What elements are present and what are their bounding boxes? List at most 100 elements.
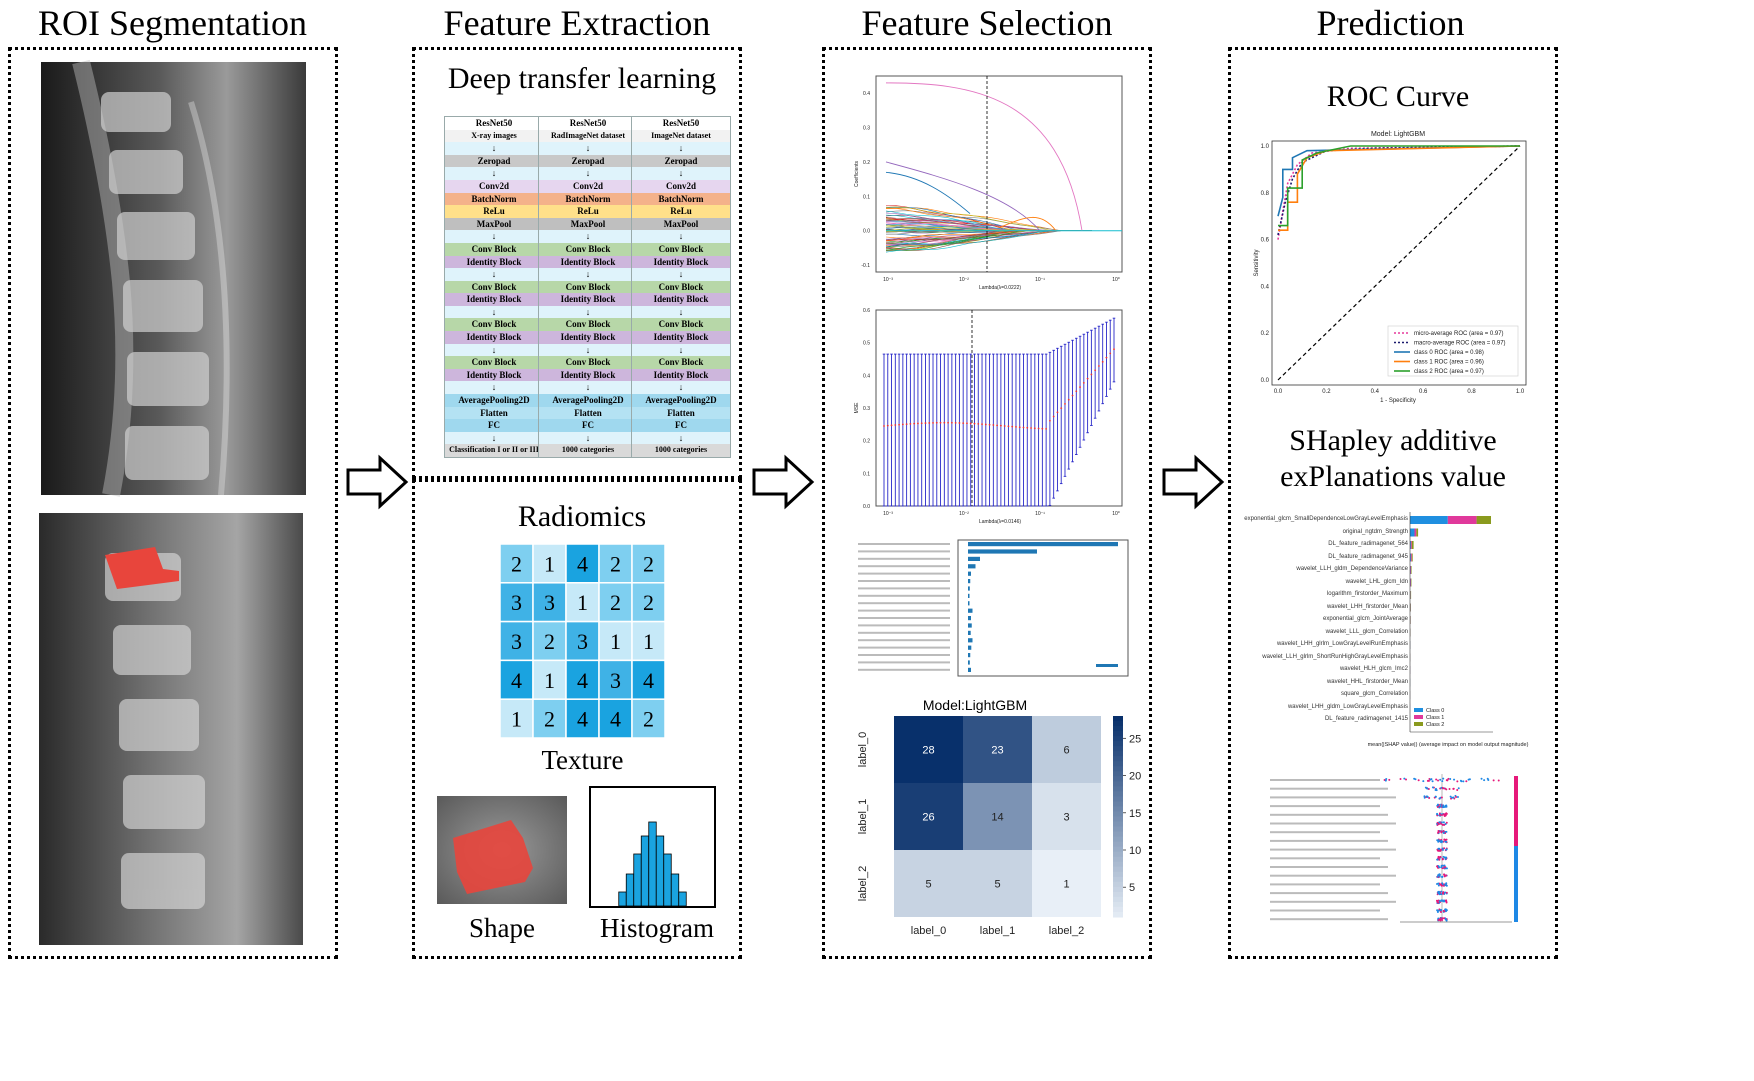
roc-y-tick: 1.0	[1261, 144, 1270, 150]
swarm-point	[1444, 787, 1447, 790]
prediction-panel	[1228, 47, 1558, 959]
colorbar-segment	[1113, 866, 1123, 873]
roc-legend-box	[1387, 325, 1519, 377]
swarm-point	[1445, 838, 1448, 841]
importance-bar	[968, 616, 971, 621]
histogram-bar	[633, 853, 642, 907]
deep-learning-panel	[412, 47, 742, 479]
mse-point	[1033, 427, 1036, 430]
swarm-point	[1439, 910, 1442, 913]
swarm-point	[1441, 780, 1444, 783]
texture-value: 2	[643, 551, 654, 576]
mse-point	[1079, 386, 1081, 388]
swarm-point	[1438, 821, 1441, 824]
swarm-point	[1441, 875, 1444, 878]
importance-feature-label	[858, 661, 950, 664]
down-arrow-icon: ↓	[491, 306, 497, 317]
swarm-point	[1453, 778, 1456, 781]
layer-identity-block: Identity Block	[632, 368, 730, 382]
lasso-coef-path	[885, 82, 1083, 231]
shap-bar-segment	[1476, 516, 1491, 524]
lasso-x-tick: 10⁻³	[883, 277, 893, 283]
lasso-xlabel: Lambda(λ=0.0222)	[979, 285, 1021, 291]
roc-x-tick: 0.6	[1419, 389, 1428, 395]
layer-conv-block: Conv Block	[445, 242, 543, 256]
shap-legend-swatch	[1414, 708, 1423, 712]
layer-identity-block: Identity Block	[539, 293, 637, 306]
shap-feature-label: wavelet_LLL_glcm_Correlation	[1325, 628, 1408, 635]
swarm-point	[1445, 848, 1448, 851]
texture-value: 4	[577, 551, 588, 576]
title-prediction: Prediction	[1316, 3, 1465, 43]
shap-feature-label: wavelet_LHH_firstorder_Mean	[1326, 603, 1408, 610]
swarm-point	[1440, 821, 1443, 824]
confusion-cell	[894, 783, 963, 850]
layer-conv-block: Conv Block	[632, 318, 730, 332]
swarm-point	[1436, 858, 1439, 861]
histogram-bar	[648, 821, 657, 907]
shap-beeswarm-chart	[1270, 774, 1518, 923]
mse-point	[935, 421, 938, 424]
swarm-point	[1436, 883, 1439, 886]
importance-bar	[968, 586, 970, 591]
confusion-col-label: label_2	[1049, 925, 1084, 937]
importance-feature-label	[858, 587, 950, 590]
swarm-point	[1436, 849, 1439, 852]
confusion-value: 23	[991, 745, 1003, 757]
colorbar-segment	[1113, 896, 1123, 903]
feature-selection-panel	[822, 47, 1152, 959]
down-arrow-icon: ↓	[491, 168, 497, 179]
swarm-point	[1443, 814, 1446, 817]
layer-relu: ReLu	[632, 205, 730, 218]
importance-feature-label	[858, 602, 950, 605]
histogram-bar	[625, 873, 635, 907]
histogram-bar	[663, 853, 672, 907]
shap-bar-segment	[1414, 528, 1417, 537]
swarm-point	[1449, 777, 1452, 780]
texture-cell	[631, 659, 666, 700]
roc-legend-label: micro-average ROC (area = 0.97)	[1414, 331, 1504, 337]
swarm-point	[1439, 778, 1442, 781]
swarm-point	[1441, 919, 1444, 922]
layer-fc: FC	[632, 419, 730, 432]
shap-bar-segment	[1411, 541, 1414, 549]
importance-legend	[1096, 664, 1118, 667]
roc-legend-label: class 2 ROC (area = 0.97)	[1414, 369, 1484, 375]
mse-y-tick: 0.4	[863, 373, 870, 379]
swarm-point	[1447, 777, 1450, 780]
texture-value: 3	[610, 668, 621, 693]
down-arrow-icon: ↓	[491, 269, 497, 280]
mse-x-tick: 10⁰	[1112, 511, 1120, 517]
confusion-value: 5	[994, 879, 1000, 891]
swarm-feature-label	[1270, 883, 1380, 886]
swarm-point	[1442, 806, 1445, 809]
shap-feature-label: wavelet_LLH_glrlm_ShortRunHighGrayLevelE…	[1262, 653, 1408, 660]
colorbar-segment	[1113, 721, 1123, 727]
texture-value: 1	[643, 629, 654, 654]
swarm-point	[1438, 873, 1441, 876]
mse-point	[1056, 411, 1059, 414]
importance-bar	[968, 660, 970, 665]
swarm-point	[1438, 847, 1441, 850]
colorbar-label: 5	[1129, 882, 1135, 894]
confusion-col-label: label_0	[911, 925, 946, 937]
importance-feature-label	[858, 654, 950, 656]
lasso-x-tick: 10⁰	[1112, 277, 1120, 283]
colorbar-segment	[1113, 731, 1123, 737]
swarm-point	[1462, 780, 1465, 783]
histogram-bar	[678, 891, 687, 907]
colorbar-segment	[1113, 796, 1123, 802]
roc-x-tick: 0.4	[1371, 389, 1380, 395]
texture-cell	[631, 698, 666, 739]
colorbar-segment	[1113, 906, 1123, 913]
layer-identity-block: Identity Block	[632, 255, 730, 269]
colorbar-segment	[1113, 756, 1123, 762]
importance-bar	[968, 638, 973, 643]
texture-value: 4	[577, 707, 588, 732]
layer-fc: FC	[539, 419, 637, 432]
down-arrow-icon: ↓	[491, 344, 497, 355]
swarm-point	[1442, 884, 1445, 887]
layer-conv2d: Conv2d	[539, 179, 637, 193]
